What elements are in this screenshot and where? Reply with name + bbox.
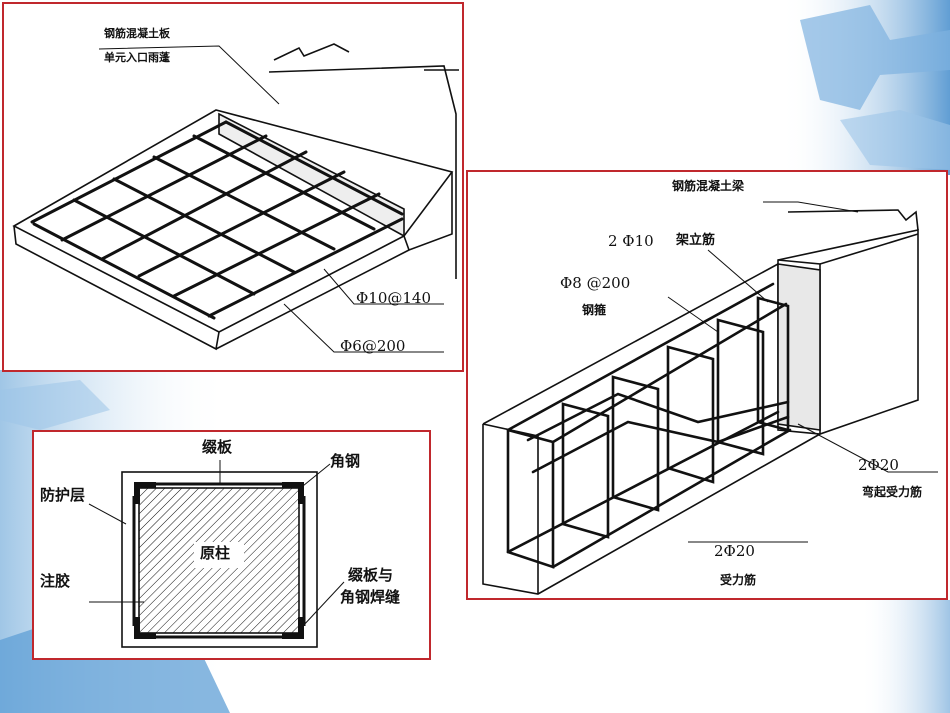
slab-drawing: [12, 43, 459, 353]
column-original-label: 原柱: [200, 544, 231, 562]
column-section-drawing: [88, 460, 345, 648]
column-angle-label: 角钢: [330, 452, 361, 470]
beam-erection-bar-label: 2 Φ10: [608, 232, 654, 250]
beam-title: 钢筋混凝土梁: [672, 179, 745, 193]
slab-diagram-panel: 钢筋混凝土板 单元入口雨蓬 Φ10@140 Φ6@200: [2, 2, 464, 372]
column-protect-label: 防护层: [40, 486, 86, 504]
column-batten-label: 缀板: [202, 438, 233, 456]
column-weld-label-line1: 缀板与: [348, 566, 394, 584]
column-weld-label-line2: 角钢焊缝: [340, 588, 401, 606]
beam-main-bar-name: 受力筋: [720, 573, 757, 587]
slab-title-line2: 单元入口雨蓬: [104, 51, 170, 64]
beam-bent-bar-label: 2Φ20: [858, 456, 899, 474]
column-glue-label: 注胶: [40, 572, 71, 590]
beam-main-bar-label: 2Φ20: [714, 542, 755, 560]
slab-rebar-main-label: Φ10@140: [356, 289, 432, 307]
beam-drawing: [482, 201, 938, 595]
beam-erection-bar-name: 架立筋: [676, 233, 716, 248]
column-diagram-panel: 缀板 角钢 防护层 原柱 注胶 缀板与 角钢焊缝: [32, 430, 431, 660]
slab-title-line1: 钢筋混凝土板: [104, 27, 170, 40]
beam-stirrup-label: Φ8 @200: [560, 274, 631, 292]
slab-rebar-dist-label: Φ6@200: [340, 337, 406, 355]
beam-bent-bar-name: 弯起受力筋: [862, 485, 923, 499]
beam-diagram-panel: 钢筋混凝土梁 2 Φ10 架立筋 Φ8 @200 钢箍 2Φ20 弯起受力筋 2…: [466, 170, 948, 600]
beam-stirrup-name: 钢箍: [582, 303, 607, 317]
